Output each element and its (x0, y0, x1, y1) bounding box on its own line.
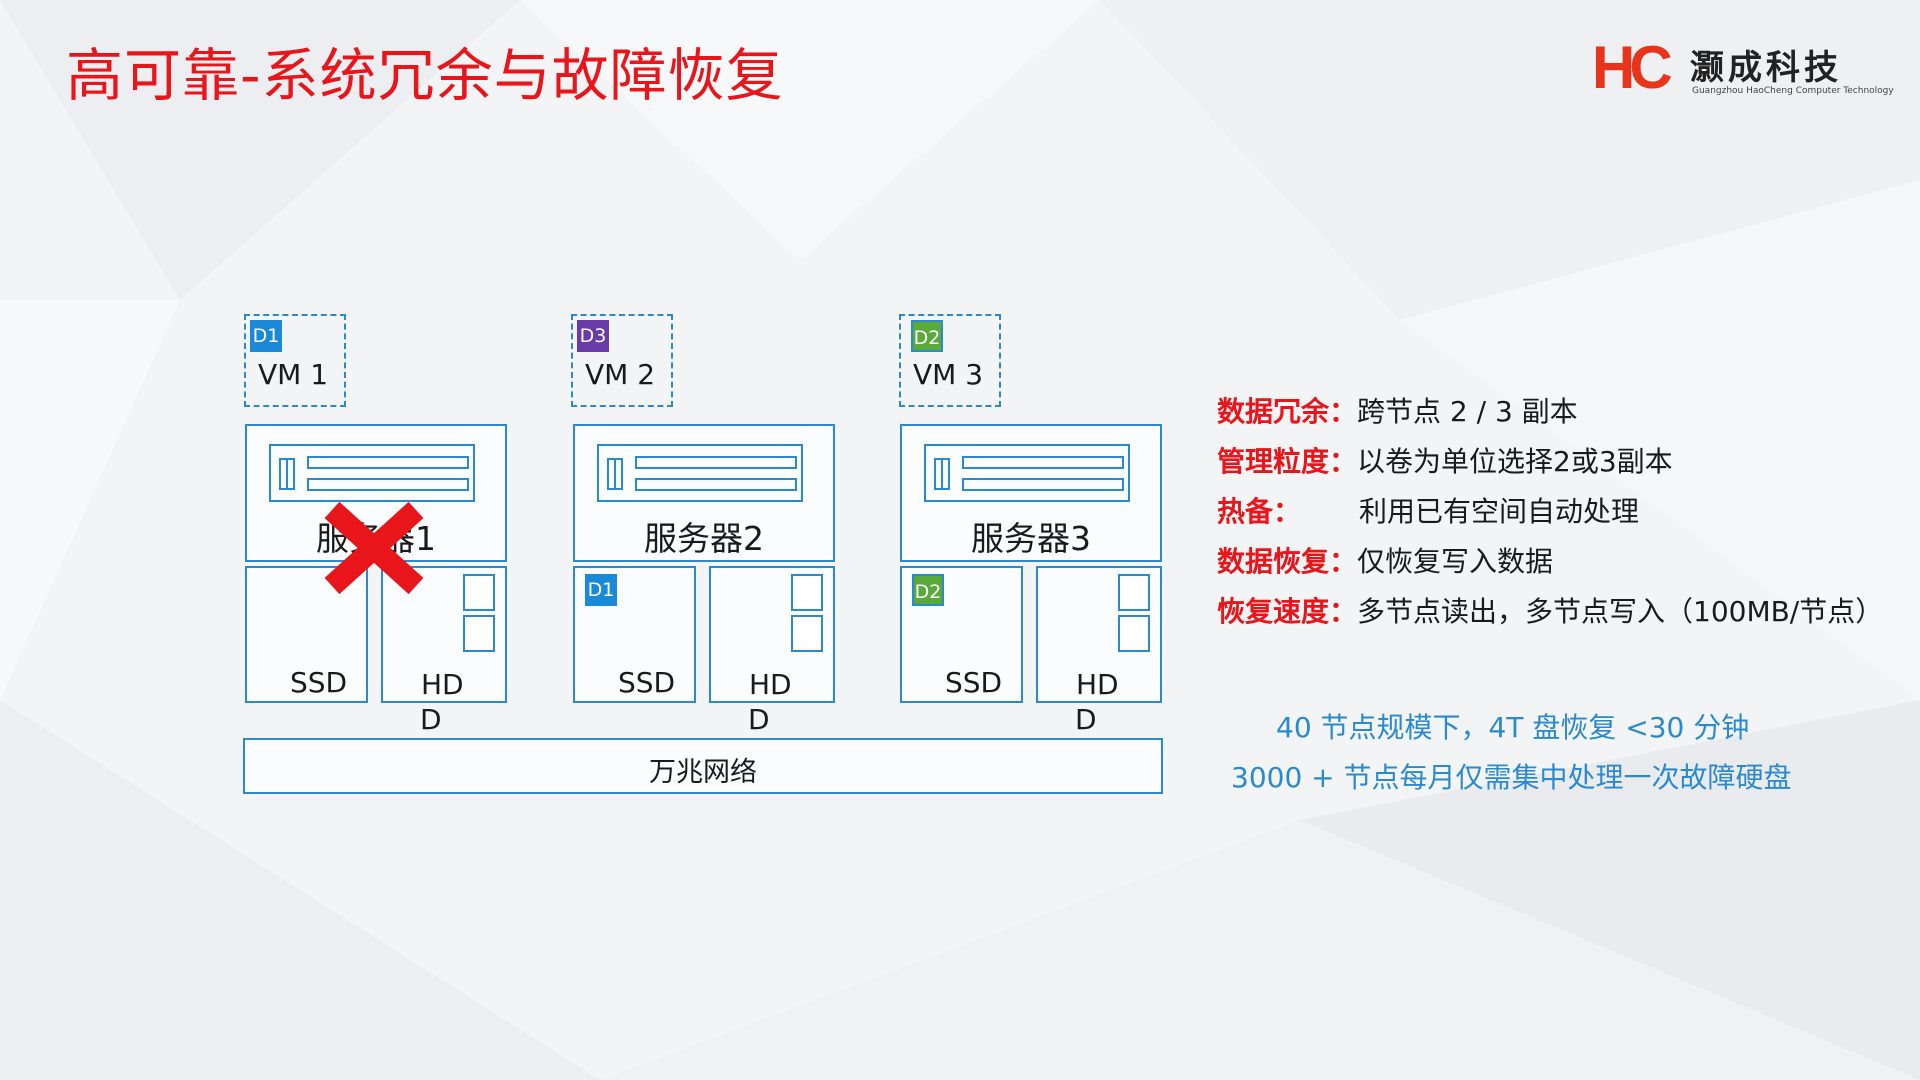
feature-value: 多节点读出，多节点写入（100MB/节点） (1357, 595, 1884, 628)
feature-value: 仅恢复写入数据 (1357, 545, 1554, 578)
feature-key: 管理粒度： (1217, 445, 1358, 478)
hdd-box: HD (381, 566, 507, 703)
vm-label: VM 2 (585, 358, 656, 391)
feature-value: 以卷为单位选择2或3副本 (1357, 445, 1673, 478)
vm-box-3: D2 VM 3 (899, 314, 1001, 407)
logo-name: 灏成科技 (1690, 48, 1842, 88)
server-box-2: 服务器2 (573, 424, 835, 562)
vm-label: VM 3 (913, 358, 984, 391)
feature-key: 恢复速度： (1217, 595, 1358, 628)
ssd-box: D1 SSD (573, 566, 696, 703)
hdd-box: HD (1036, 566, 1162, 703)
ssd-label: SSD (945, 666, 1003, 699)
network-bar: 万兆网络 (243, 738, 1163, 794)
vm-label: VM 1 (258, 358, 329, 391)
vm-data-tag: D3 (577, 320, 609, 352)
note-line: 3000 + 节点每月仅需集中处理一次故障硬盘 (1231, 761, 1792, 794)
hdd-slot (463, 574, 495, 611)
server-box-3: 服务器3 (900, 424, 1162, 562)
server-rack-icon (597, 444, 803, 502)
hdd-label-wrap: D (420, 703, 442, 736)
hdd-slot (463, 615, 495, 652)
ssd-label: SSD (290, 666, 348, 699)
network-label: 万兆网络 (649, 757, 757, 788)
server-box-1: 服务器1 (245, 424, 507, 562)
feature-key: 数据冗余： (1217, 395, 1358, 428)
server-label: 服务器3 (971, 519, 1091, 558)
hdd-label-wrap: D (1075, 703, 1097, 736)
feature-key: 数据恢复： (1217, 545, 1358, 578)
hdd-box: HD (709, 566, 835, 703)
feature-row: 热备： 利用已有空间自动处理 (1217, 490, 1639, 530)
failure-x-icon (324, 501, 424, 595)
ssd-box: SSD (245, 566, 368, 703)
hdd-slot (1118, 574, 1150, 611)
ssd-data-tag: D2 (912, 574, 944, 606)
hdd-slot (791, 615, 823, 652)
hdd-label: HD (421, 668, 464, 701)
server-label: 服务器2 (644, 519, 764, 558)
feature-row: 管理粒度：以卷为单位选择2或3副本 (1217, 440, 1673, 480)
hdd-slot (1118, 615, 1150, 652)
hdd-slot (791, 574, 823, 611)
vm-data-tag: D1 (250, 320, 282, 352)
ssd-label: SSD (618, 666, 676, 699)
company-logo: HC 灏成科技 Guangzhou HaoCheng Computer Tech… (1592, 34, 1894, 101)
feature-row: 数据冗余：跨节点 2 / 3 副本 (1217, 390, 1578, 430)
page-title: 高可靠-系统冗余与故障恢复 (66, 43, 784, 109)
ssd-data-tag: D1 (585, 574, 617, 606)
hdd-label-wrap: D (748, 703, 770, 736)
server-rack-icon (269, 444, 475, 502)
feature-row: 数据恢复：仅恢复写入数据 (1217, 540, 1553, 580)
note-line: 40 节点规模下，4T 盘恢复 <30 分钟 (1276, 711, 1750, 744)
logo-mark: HC (1592, 34, 1673, 101)
hdd-label: HD (749, 668, 792, 701)
feature-value: 跨节点 2 / 3 副本 (1357, 395, 1578, 428)
vm-box-1: D1 VM 1 (244, 314, 346, 407)
server-rack-icon (924, 444, 1130, 502)
logo-subtitle: Guangzhou HaoCheng Computer Technology (1692, 86, 1894, 96)
vm-box-2: D3 VM 2 (571, 314, 673, 407)
feature-value: 利用已有空间自动处理 (1359, 495, 1640, 528)
feature-key: 热备： (1217, 495, 1302, 528)
vm-data-tag: D2 (911, 320, 943, 352)
feature-row: 恢复速度：多节点读出，多节点写入（100MB/节点） (1217, 590, 1883, 630)
ssd-box: D2 SSD (900, 566, 1023, 703)
hdd-label: HD (1076, 668, 1119, 701)
